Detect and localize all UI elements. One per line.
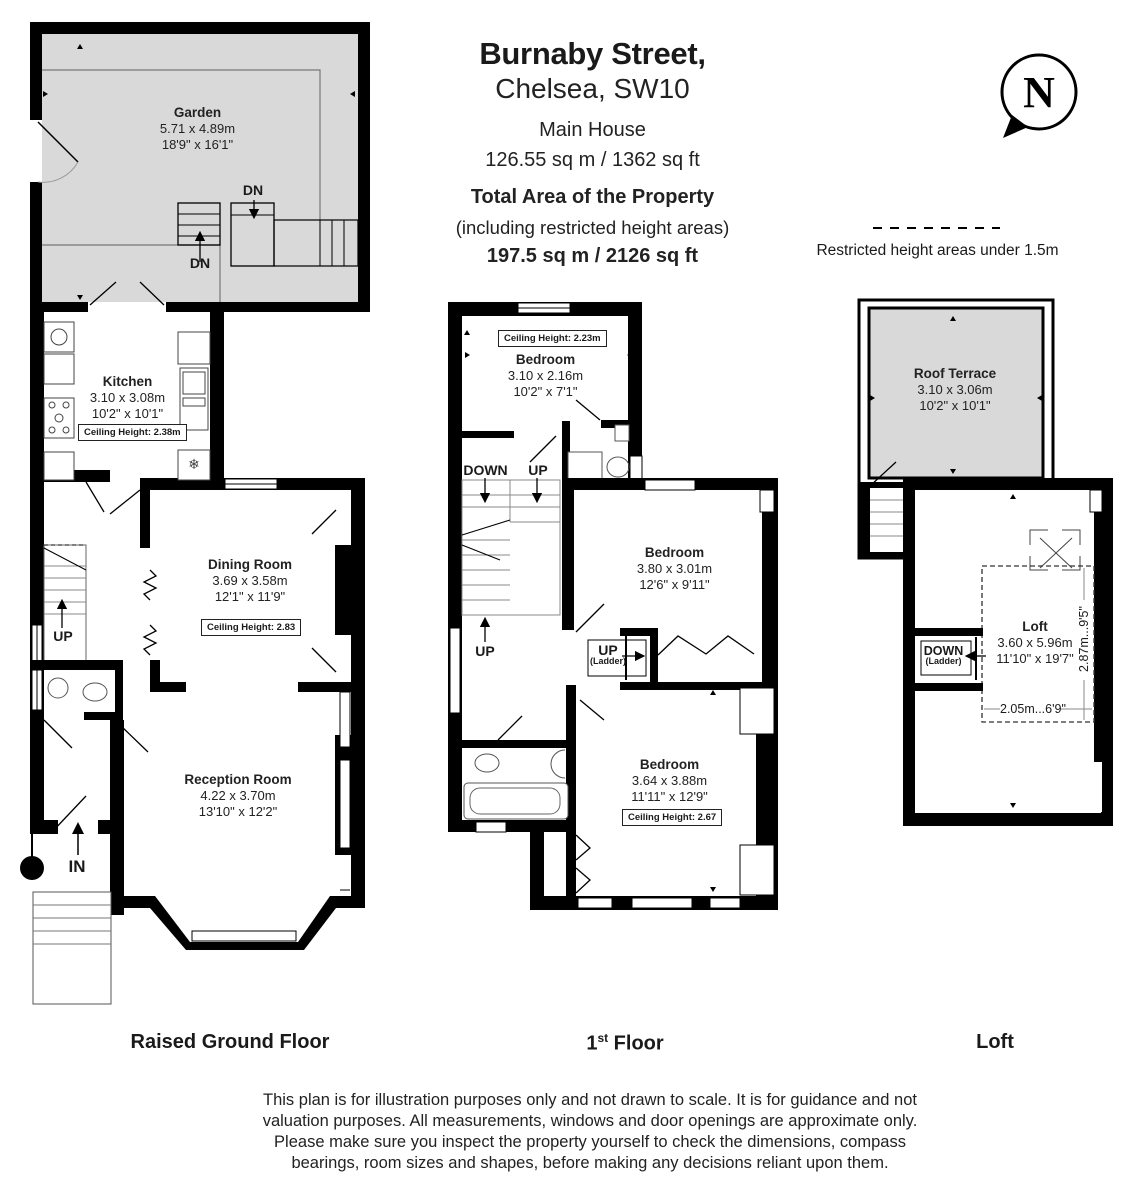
stairs-up-label-top: UP — [528, 462, 548, 478]
entrance-in-label: IN — [68, 857, 86, 876]
stairs-up-label: UP — [475, 643, 495, 659]
room-bedroom-large: Bedroom 3.64 x 3.88m 11'11" x 12'9" — [631, 757, 708, 804]
loft-ladder-up-label: UP (Ladder) — [590, 642, 626, 666]
garden-dn-label-1: DN — [242, 182, 264, 198]
main-house-area: 126.55 sq m / 1362 sq ft — [485, 149, 700, 171]
room-garden: Garden 5.71 x 4.89m 18'9" x 16'1" — [159, 105, 236, 152]
total-area-value: 197.5 sq m / 2126 sq ft — [486, 245, 699, 267]
disclaimer: This plan is for illustration purposes o… — [262, 1091, 918, 1172]
garden-dn-label-2: DN — [189, 255, 211, 271]
kitchen-ceiling-height: Ceiling Height: 2.38m — [78, 424, 187, 441]
loft-width-dimension: 2.05m...6'9" — [1000, 702, 1066, 716]
legend-restricted-height: Restricted height areas under 1.5m — [816, 242, 1059, 259]
svg-text:N: N — [1023, 68, 1055, 117]
ground-stairs-up-label: UP — [53, 628, 73, 644]
main-house-label: Main House — [539, 119, 646, 141]
loft-plan — [857, 298, 1113, 826]
room-reception-room: Reception Room 4.22 x 3.70m 13'10" x 12'… — [184, 772, 292, 819]
bedroom1-ceiling-height: Ceiling Height: 2.23m — [498, 330, 607, 347]
loft-ladder-down-label: DOWN (Ladder) — [923, 644, 964, 666]
room-bedroom-small: Bedroom 3.10 x 2.16m 10'2" x 7'1" — [507, 352, 584, 399]
room-bedroom-middle: Bedroom 3.80 x 3.01m 12'6" x 9'11" — [636, 545, 713, 592]
floor-label-first: 1st Floor — [586, 1031, 664, 1055]
dining-ceiling-height: Ceiling Height: 2.83 — [201, 619, 302, 636]
total-area-note: (including restricted height areas) — [455, 217, 730, 238]
north-compass-icon: N — [1000, 53, 1078, 138]
floor-label-ground: Raised Ground Floor — [130, 1031, 330, 1053]
total-area-label: Total Area of the Property — [470, 186, 715, 208]
property-area: Chelsea, SW10 — [495, 73, 690, 104]
loft-height-dimension: 2.87m...9'5" — [1077, 606, 1091, 672]
first-floor-plan — [448, 302, 778, 910]
room-loft: Loft 3.60 x 5.96m 11'10" x 19'7" — [996, 619, 1074, 666]
property-street: Burnaby Street, — [479, 36, 706, 71]
stairs-down-label: DOWN — [463, 462, 508, 478]
room-kitchen: Kitchen 3.10 x 3.08m 10'2" x 10'1" — [89, 374, 166, 421]
room-dining-room: Dining Room 3.69 x 3.58m 12'1" x 11'9" — [208, 557, 292, 604]
room-roof-terrace: Roof Terrace 3.10 x 3.06m 10'2" x 10'1" — [913, 366, 997, 413]
svg-text:❄: ❄ — [188, 456, 200, 472]
floor-label-loft: Loft — [976, 1031, 1014, 1053]
ground-floor-plan: ❄ — [20, 22, 370, 1005]
bedroom3-ceiling-height: Ceiling Height: 2.67 — [622, 809, 723, 826]
